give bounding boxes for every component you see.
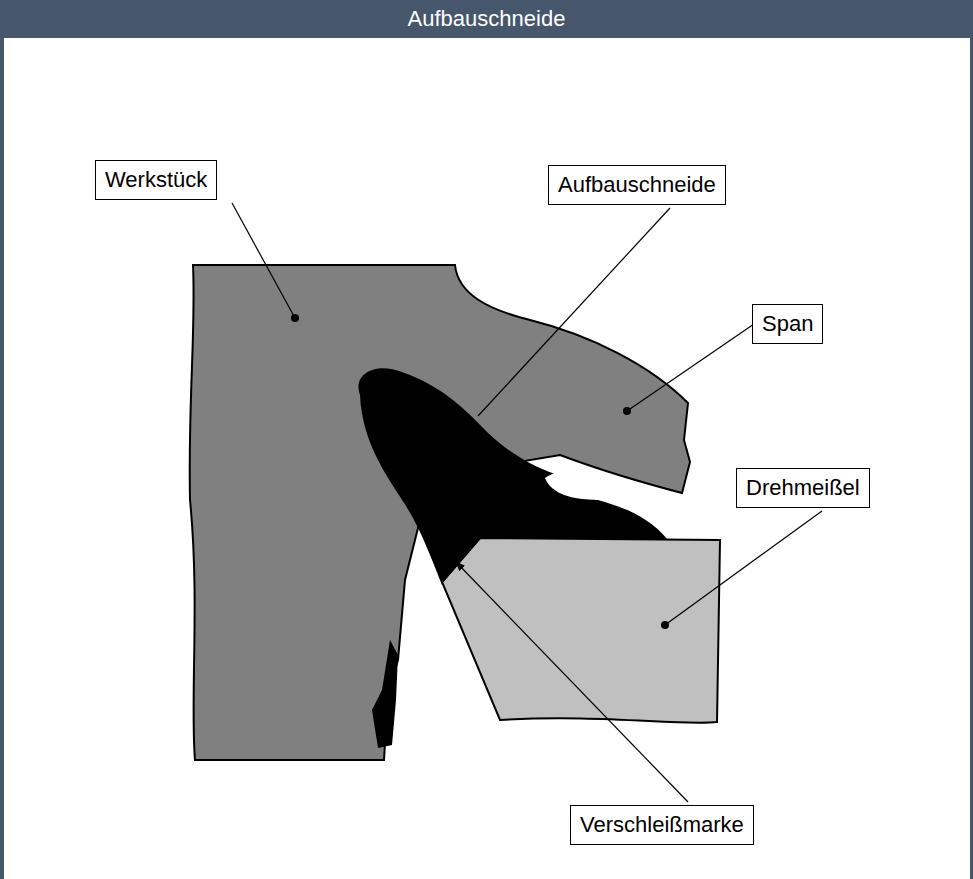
label-box: Aufbauschneide <box>548 165 726 205</box>
leader-line <box>232 203 295 318</box>
frame-left <box>0 0 4 879</box>
title-text: Aufbauschneide <box>408 6 566 32</box>
label-box: Verschleißmarke <box>570 805 754 845</box>
dark-strip <box>372 640 398 748</box>
frame-right <box>970 0 973 879</box>
label-box: Drehmeißel <box>736 468 870 508</box>
leader-line <box>627 324 754 411</box>
leader-line <box>478 208 670 416</box>
wear-mark-line <box>442 538 480 582</box>
label-text: Verschleißmarke <box>580 811 744 839</box>
leader-dot <box>291 314 299 322</box>
gap <box>545 471 662 500</box>
label-text: Span <box>762 310 813 338</box>
leader-dot <box>661 621 669 629</box>
leader-dot <box>623 407 631 415</box>
title-bar: Aufbauschneide <box>0 0 973 38</box>
label-box: Span <box>752 304 823 344</box>
label-text: Aufbauschneide <box>558 171 716 199</box>
leader-arrow <box>456 562 688 802</box>
label-box: Werkstück <box>95 160 217 200</box>
label-text: Drehmeißel <box>746 474 860 502</box>
leader-line <box>665 511 822 625</box>
turning-tool <box>442 538 720 723</box>
label-text: Werkstück <box>105 166 207 194</box>
